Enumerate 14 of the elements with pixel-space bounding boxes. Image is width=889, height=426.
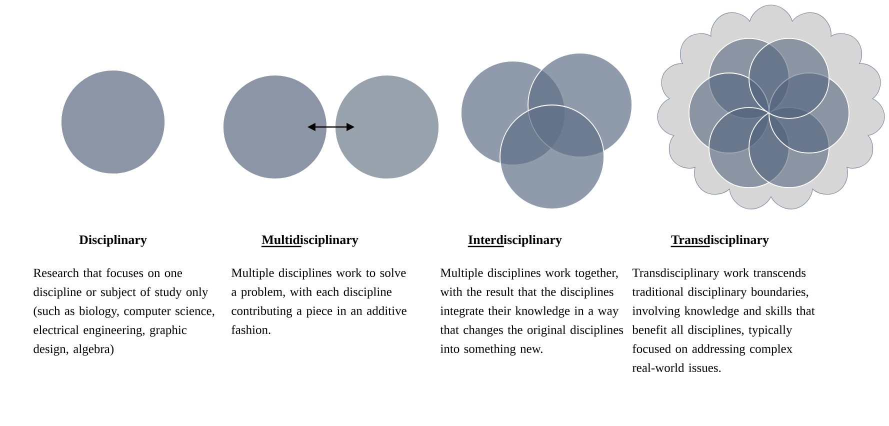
column-title: Multidisciplinary xyxy=(261,234,358,248)
circle xyxy=(500,104,604,210)
column-title: Disciplinary xyxy=(79,234,147,247)
column-title: Transdisciplinary xyxy=(670,234,769,248)
description-text: Multiple disciplines work to solve a problem, with each discipline contributing a piece in an additive fashion. xyxy=(232,268,406,334)
description-text: Research that focuses on one discipline or subject of study only (such as biology, computer science, electrical engineering, graphic design, algebra) xyxy=(34,268,214,356)
description-text: Transdisciplinary work transcends traditional disciplinary boundaries, involving knowledge and skills that benefit all disciplines, typically focused on addressing complex real-world issues. xyxy=(632,268,815,372)
column-title: Interdisciplinary xyxy=(468,234,562,248)
circle xyxy=(748,38,830,119)
description-text: Multiple disciplines work together, with the result that the disciplines integrate their knowledge in a way that changes the original disciplines into something new. xyxy=(440,268,624,356)
circle xyxy=(60,70,166,174)
circle xyxy=(334,74,440,180)
circle xyxy=(222,74,328,180)
cloud-shape xyxy=(657,4,885,210)
